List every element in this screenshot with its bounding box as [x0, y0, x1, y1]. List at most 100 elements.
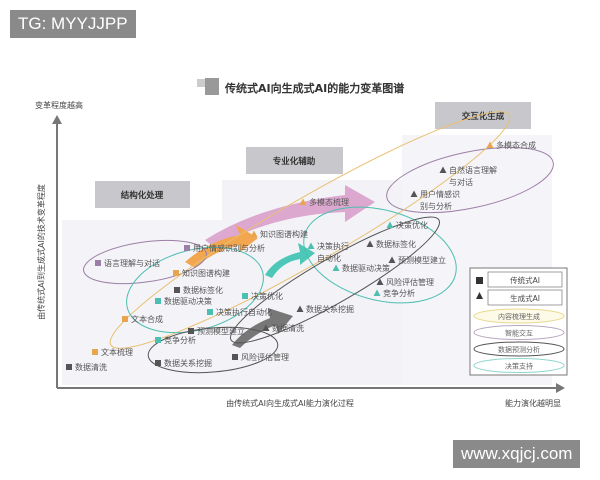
item-label: 自然语言理解: [449, 165, 497, 175]
diagram-item: 用户情感识别与分析: [410, 189, 460, 211]
item-label: 与对话: [449, 177, 473, 187]
item-label: 数据驱动决策: [342, 263, 390, 273]
item-label: 多模态梳理: [309, 197, 349, 207]
item-label: 别与分析: [420, 201, 452, 211]
item-label: 竞争分析: [383, 288, 415, 298]
item-label: 数据关系挖掘: [164, 358, 212, 368]
diagram-item: 用户情感识别与分析: [184, 243, 265, 253]
decision-evolution-arrow: [265, 243, 315, 278]
item-label: 文本合成: [131, 314, 163, 324]
item-label: 风险评估管理: [386, 277, 434, 287]
legend-generative: 生成式AI: [510, 293, 540, 303]
item-label: 预测模型建立: [197, 326, 245, 336]
triangle-marker-icon: [439, 166, 447, 173]
diagram-item: 数据标签化: [174, 285, 223, 295]
diagram-item: 知识图谱构建: [173, 268, 230, 278]
diagram-item: 数据关系挖掘: [296, 304, 354, 314]
square-marker-icon: [95, 260, 101, 266]
stage-label: 专业化辅助: [273, 156, 316, 167]
square-marker-icon: [188, 328, 194, 334]
data-group-ellipse: [229, 216, 441, 344]
triangle-marker-icon: [410, 190, 418, 197]
diagram-item: 风险评估管理: [376, 277, 434, 287]
diagram-item: 竞争分析: [155, 335, 196, 345]
legend-group-label: 数据预测分析: [498, 345, 540, 354]
item-label: 数据关系挖掘: [306, 304, 354, 314]
triangle-marker-icon: [388, 256, 396, 263]
item-label: 自动化: [317, 253, 341, 263]
y-axis-arrow-icon: [52, 115, 62, 124]
legend-group-ellipse: [473, 358, 565, 373]
triangle-marker-icon: [486, 141, 494, 148]
legend-group-label: 决策支持: [505, 362, 533, 371]
triangle-marker-icon: [332, 264, 340, 271]
square-marker-icon: [242, 293, 248, 299]
square-marker-icon: [92, 349, 98, 355]
diagram-item: 预测模型建立: [188, 326, 245, 336]
item-label: 数据清洗: [75, 362, 107, 372]
square-marker-icon: [232, 354, 238, 360]
square-marker-icon: [155, 360, 161, 366]
legend-group-label: 内容梳理生成: [498, 312, 540, 321]
triangle-marker-icon: [476, 292, 483, 299]
square-marker-icon: [155, 298, 161, 304]
item-label: 数据清洗: [272, 323, 304, 333]
y-axis-top-label: 变革程度越高: [35, 100, 83, 110]
stage-label: 交互化生成: [462, 111, 505, 122]
diagram-item: 竞争分析: [373, 288, 415, 298]
diagram-item: 数据关系挖掘: [155, 358, 212, 368]
legend-group-label: 智能交互: [505, 329, 533, 338]
item-label: 知识图谱构建: [182, 268, 230, 278]
content-group-ellipse: [109, 111, 511, 349]
item-label: 决策执行自动化: [216, 307, 272, 317]
item-label: 用户情感识别与分析: [193, 243, 265, 253]
legend-group-ellipse: [473, 308, 565, 324]
item-label: 预测模型建立: [398, 255, 446, 265]
legend-group-ellipse: [473, 325, 565, 340]
diagram-item: 多模态梳理: [299, 197, 349, 207]
item-label: 多模态合成: [496, 140, 536, 150]
item-label: 用户情感识: [420, 189, 460, 199]
item-label: 数据标签化: [376, 239, 416, 249]
diagram-item: 数据标签化: [366, 239, 416, 249]
item-label: 文本梳理: [101, 347, 133, 357]
diagram-item: 数据驱动决策: [155, 296, 212, 306]
triangle-marker-icon: [386, 221, 394, 228]
square-marker-icon: [476, 277, 483, 284]
stage-panel-1: [62, 220, 222, 385]
square-marker-icon: [207, 309, 213, 315]
triangle-marker-icon: [296, 305, 304, 312]
data-group-ellipse: [147, 326, 279, 374]
item-label: 数据标签化: [183, 285, 223, 295]
x-axis-end-label: 能力演化越明显: [505, 398, 561, 408]
diagram-item: 知识图谱构建: [250, 229, 308, 239]
item-label: 竞争分析: [164, 335, 196, 345]
diagram-item: 数据清洗: [66, 362, 107, 372]
item-label: 决策优化: [251, 291, 283, 301]
square-marker-icon: [174, 287, 180, 293]
x-axis-label: 由传统式AI向生成式AI能力演化过程: [226, 398, 354, 408]
item-label: 语言理解与对话: [104, 258, 160, 268]
triangle-marker-icon: [366, 240, 374, 247]
triangle-marker-icon: [376, 278, 384, 285]
stage-box-professional: [246, 147, 343, 174]
watermark-bottom: www.xqjcj.com: [453, 440, 581, 468]
decision-group-ellipse: [303, 206, 457, 304]
interaction-group-ellipse: [386, 146, 554, 214]
x-axis-arrow-icon: [556, 383, 565, 393]
data-evolution-arrow: [232, 308, 293, 348]
diagram-item: 数据驱动决策: [332, 263, 390, 273]
diagram-title: 传统式AI向生成式AI的能力变革图谱: [224, 81, 404, 95]
interaction-group-ellipse: [83, 239, 207, 285]
diagram-item: 文本梳理: [92, 347, 133, 357]
diagram-item: 文本合成: [122, 314, 163, 324]
square-marker-icon: [66, 364, 72, 370]
legend-group-ellipse: [473, 341, 565, 357]
triangle-marker-icon: [262, 324, 270, 331]
watermark-top: TG: MYYJJPP: [10, 10, 136, 38]
diagram-item: 风险评估管理: [232, 352, 289, 362]
item-label: 决策执行: [317, 241, 349, 251]
item-label: 数据驱动决策: [164, 296, 212, 306]
